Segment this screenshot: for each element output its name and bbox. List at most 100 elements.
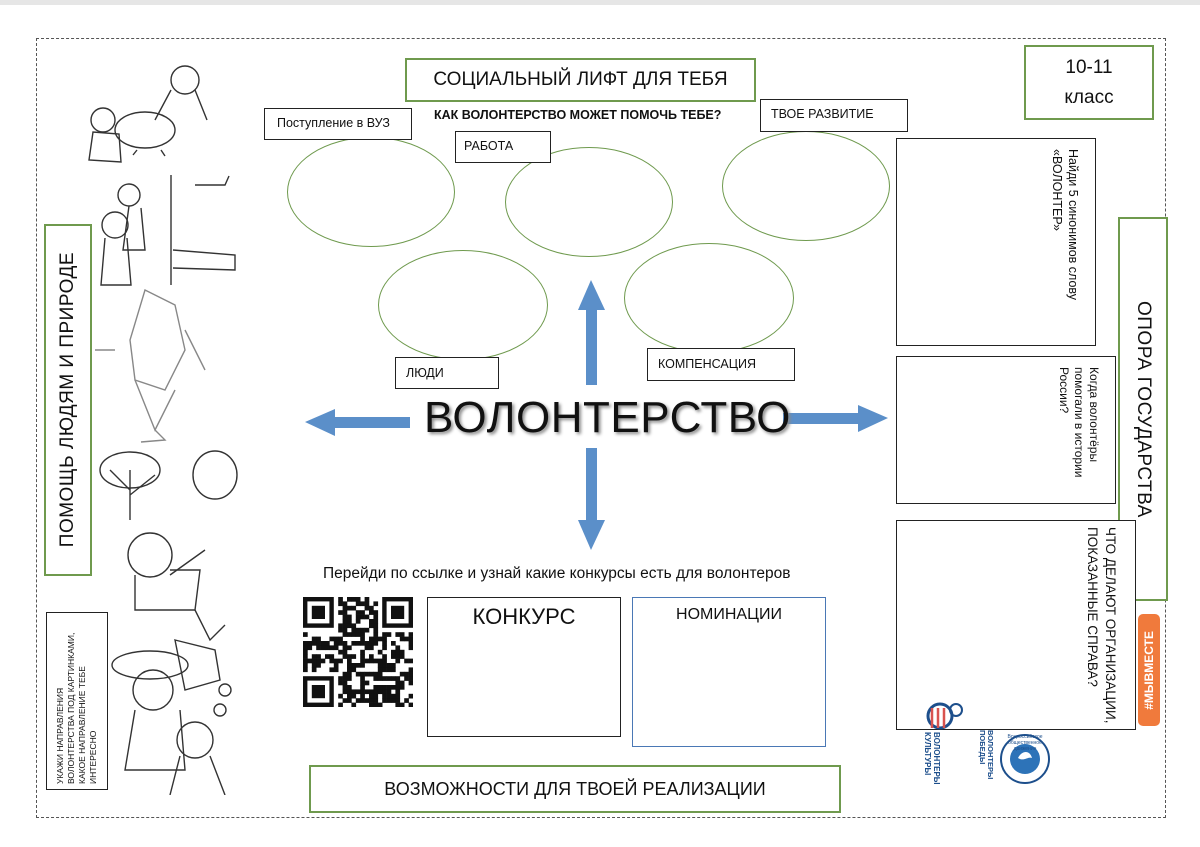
qr-module <box>338 627 343 633</box>
answer-ellipse-rabota[interactable] <box>505 147 673 257</box>
qr-module <box>303 649 308 655</box>
konkurs-box[interactable]: КОНКУРС <box>427 597 621 737</box>
arrow-up-head <box>578 280 605 310</box>
qr-module <box>351 667 357 673</box>
qr-module <box>399 632 405 637</box>
qr-module <box>377 636 383 642</box>
qr-module <box>395 632 401 637</box>
qr-module <box>369 693 374 699</box>
qr-module <box>347 614 352 620</box>
qr-module <box>408 693 413 699</box>
qr-module <box>391 654 396 659</box>
qr-module <box>391 676 396 681</box>
qr-module <box>386 663 392 668</box>
qr-module <box>364 680 370 686</box>
grade-badge: 10-11 класс <box>1024 45 1154 120</box>
qr-module <box>395 702 401 707</box>
qr-module <box>386 698 392 703</box>
qr-module <box>347 685 352 690</box>
qr-module <box>360 632 365 637</box>
qr-module <box>351 627 357 633</box>
qr-module <box>351 605 357 611</box>
qr-module <box>325 654 330 659</box>
qr-module <box>395 685 401 690</box>
qr-module <box>364 605 370 611</box>
qr-module <box>351 689 357 695</box>
qr-module <box>333 663 339 668</box>
qr-module <box>391 641 396 646</box>
qr-module <box>391 685 396 690</box>
qr-module <box>369 619 374 624</box>
qr-module <box>391 698 396 703</box>
qr-module <box>377 702 383 707</box>
qr-module <box>325 641 330 646</box>
qr-module <box>303 663 308 668</box>
qr-module <box>364 689 370 695</box>
synonyms-box[interactable]: Найди 5 синонимов слову «ВОЛОНТЕР» <box>896 138 1096 346</box>
qr-module <box>386 632 392 637</box>
qr-module <box>373 632 379 637</box>
qr-module <box>338 636 343 642</box>
tag-vuz: Поступление в ВУЗ <box>264 108 412 140</box>
instruction-text: УКАЖИ НАПРАВЛЕНИЯ ВОЛОНТЕРСТВА ПОД КАРТИ… <box>55 632 98 784</box>
tag-rabota: РАБОТА <box>455 131 551 163</box>
qr-module <box>369 623 374 629</box>
qr-module <box>369 605 374 611</box>
qr-module <box>360 698 365 703</box>
qr-code-icon[interactable] <box>303 597 413 707</box>
qr-module <box>338 658 343 664</box>
center-word: ВОЛОНТЕРСТВО <box>424 393 791 442</box>
qr-module <box>338 702 343 707</box>
qr-module <box>342 671 348 677</box>
qr-module <box>355 671 361 677</box>
qr-module <box>382 698 387 703</box>
qr-module <box>373 658 379 664</box>
qr-module <box>373 641 379 646</box>
history-box[interactable]: Когда волонтёры помогали в истории Росси… <box>896 356 1116 504</box>
qr-module <box>303 645 308 651</box>
qr-module <box>316 663 321 668</box>
qr-module <box>360 614 365 620</box>
qr-module <box>395 693 401 699</box>
qr-module <box>342 680 348 686</box>
qr-module <box>373 685 379 690</box>
qr-module <box>303 632 308 637</box>
qr-module <box>360 641 365 646</box>
nominacii-box[interactable]: НОМИНАЦИИ <box>632 597 826 747</box>
grade-label: класс <box>1064 86 1114 108</box>
qr-module <box>311 663 317 668</box>
qr-module <box>351 693 357 699</box>
qr-module <box>351 654 357 659</box>
qr-module <box>347 693 352 699</box>
organizations-box[interactable]: ЧТО ДЕЛАЮТ ОРГАНИЗАЦИИ, ПОКАЗАННЫЕ СПРАВ… <box>896 520 1136 730</box>
qr-module <box>351 641 357 646</box>
qr-module <box>373 619 379 624</box>
answer-ellipse-lyudi[interactable] <box>378 250 548 360</box>
victory-logo-text: ВОЛОНТЕРЫ ПОБЕДЫ <box>978 730 995 780</box>
page-title: СОЦИАЛЬНЫЙ ЛИФТ ДЛЯ ТЕБЯ <box>405 58 756 102</box>
qr-module <box>355 614 361 620</box>
qr-module <box>395 649 401 655</box>
qr-module <box>364 614 370 620</box>
qr-module <box>369 698 374 703</box>
victory-logo-mark <box>1000 734 1050 784</box>
qr-module <box>373 610 379 615</box>
qr-module <box>351 702 357 707</box>
qr-module <box>347 689 352 695</box>
qr-module <box>342 654 348 659</box>
qr-module <box>408 641 413 646</box>
qr-module <box>404 671 409 677</box>
arrow-right-shaft <box>783 413 863 424</box>
qr-module <box>311 636 317 642</box>
qr-module <box>373 627 379 633</box>
history-task: Когда волонтёры помогали в истории Росси… <box>1057 367 1101 478</box>
qr-module <box>382 632 387 637</box>
answer-ellipse-kompensaciya[interactable] <box>624 243 794 353</box>
qr-module <box>399 649 405 655</box>
qr-module <box>355 698 361 703</box>
volunteers-culture-logo-icon: ВОЛОНТЕРЫ КУЛЬТУРЫ <box>918 700 966 788</box>
qr-module <box>347 671 352 677</box>
qr-module <box>377 658 383 664</box>
qr-module <box>342 641 348 646</box>
illustration-kids-cleanup <box>100 175 236 286</box>
